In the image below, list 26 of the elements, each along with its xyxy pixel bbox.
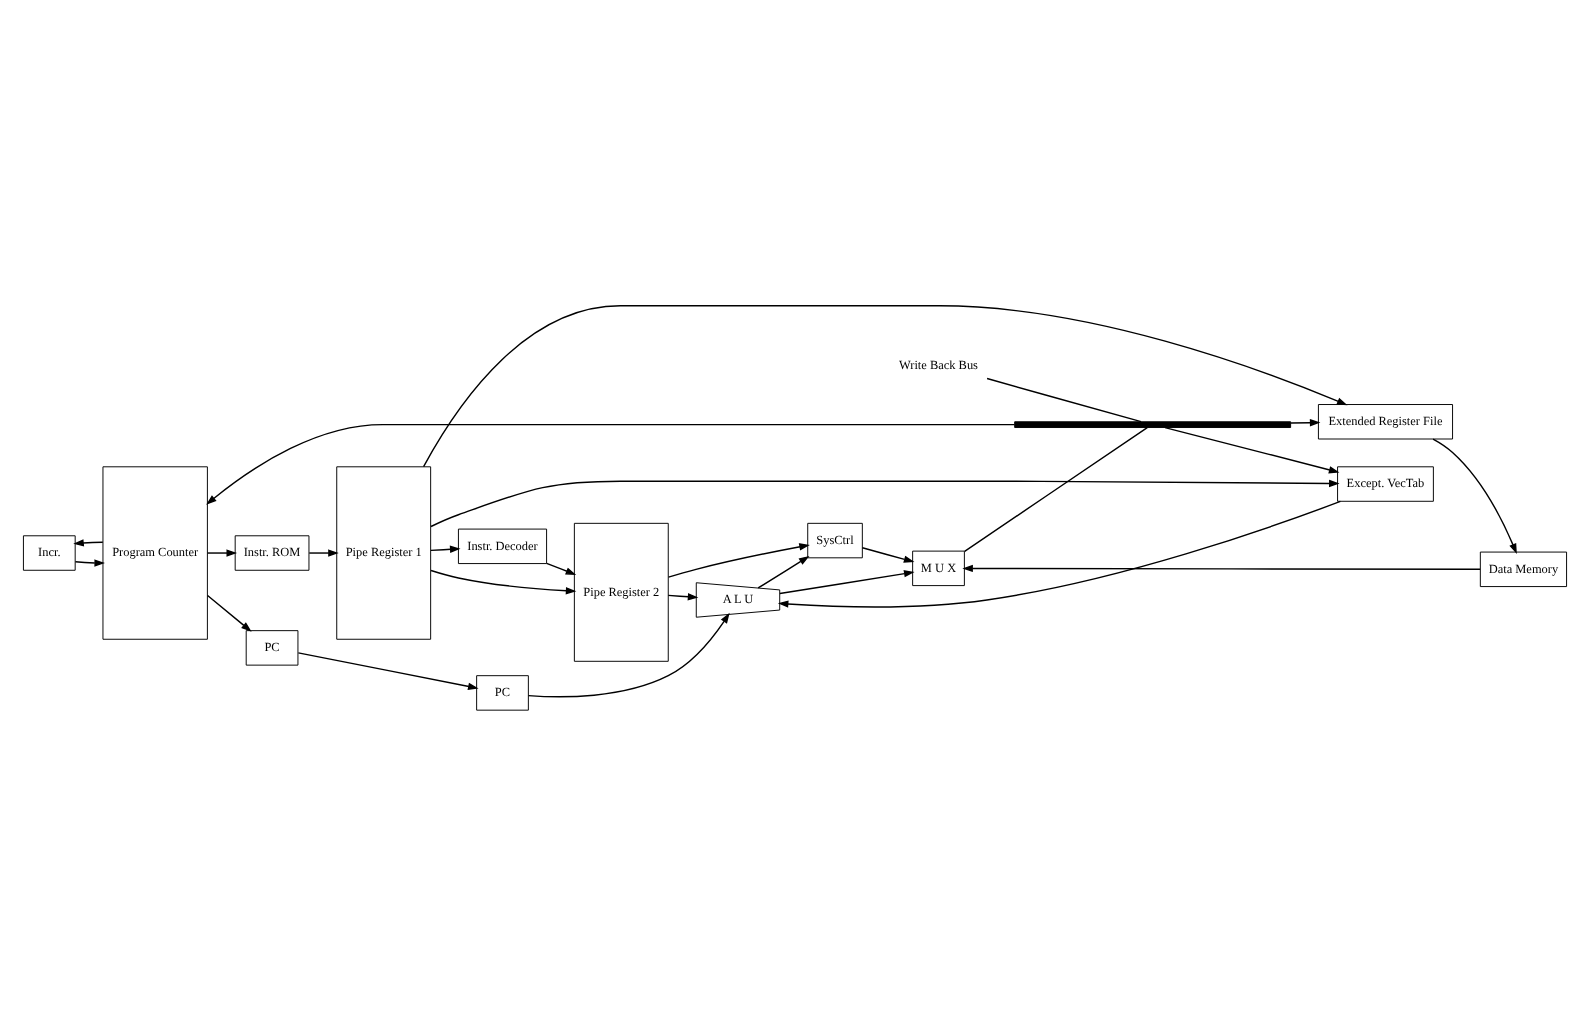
arrow (206, 594, 252, 632)
arrow (962, 564, 1481, 573)
arrow (430, 479, 1340, 528)
arrow (757, 555, 810, 589)
arrow (1164, 426, 1340, 474)
connector (963, 426, 1148, 553)
arrow (861, 547, 915, 563)
arrow (1432, 438, 1517, 555)
arrow (667, 543, 810, 578)
arrow (667, 593, 699, 601)
arrow (545, 562, 577, 575)
arrow (430, 545, 461, 553)
arrow (527, 612, 730, 698)
arrow (779, 570, 915, 595)
arrow (430, 569, 577, 595)
arrow (297, 652, 479, 690)
arrow (422, 305, 1348, 468)
arrow (74, 559, 105, 567)
arrow (308, 549, 339, 557)
arrow (1290, 419, 1321, 427)
node-bar (1014, 421, 1292, 428)
arrow (206, 423, 1016, 505)
arrow (777, 500, 1342, 608)
arrow (206, 549, 238, 557)
connector (986, 377, 1142, 423)
arrow (73, 539, 104, 547)
